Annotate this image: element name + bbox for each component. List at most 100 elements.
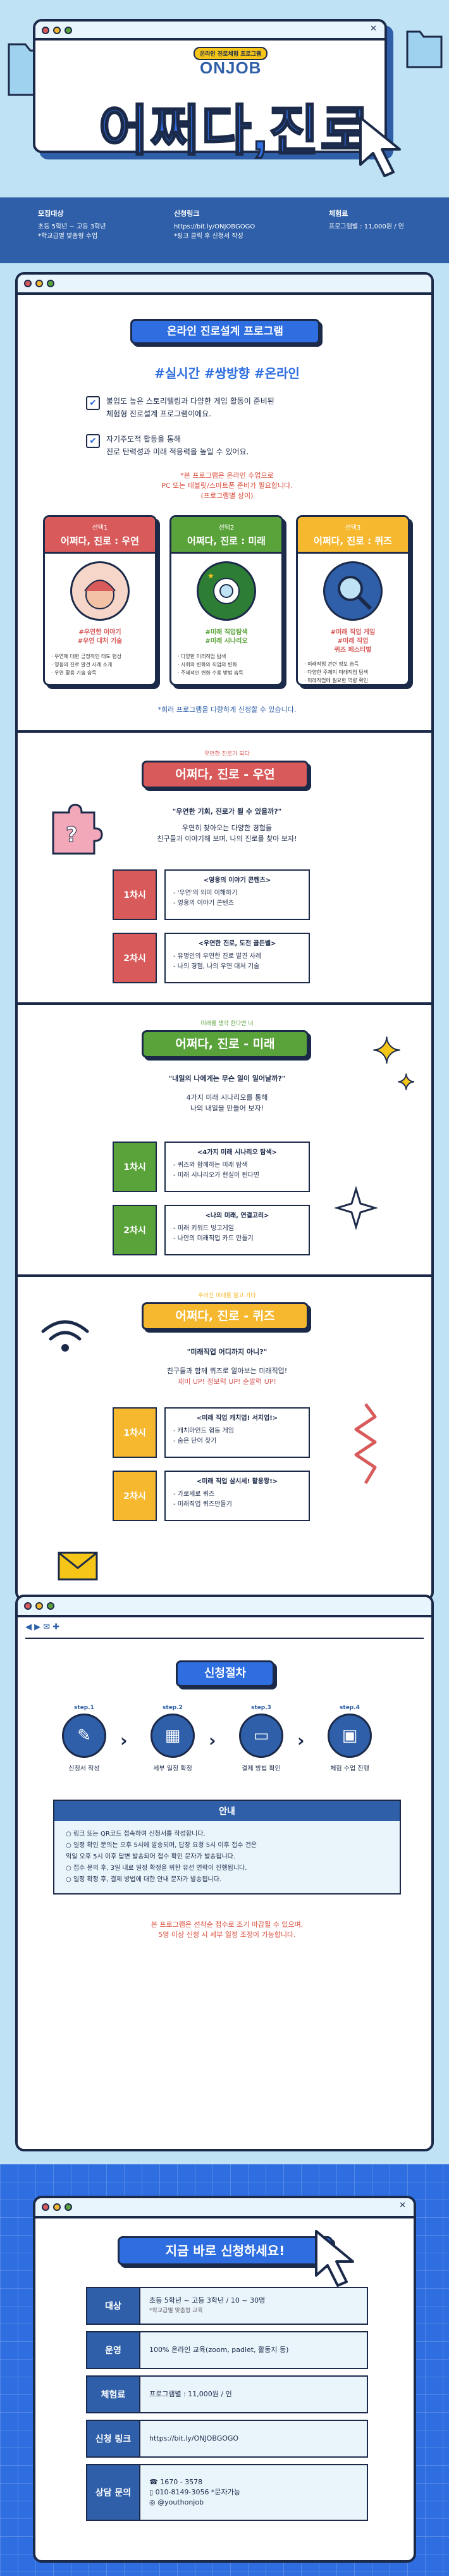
wifi-icon (41, 1320, 89, 1352)
guide-line: ○ 일정 확정 후, 결제 방법에 대한 안내 문자가 발송됩니다. (66, 1876, 222, 1883)
section-title: 어쩌다, 진로 - 퀴즈 (142, 1302, 309, 1330)
session-line: - 나만의 미래직업 카드 만들기 (173, 1235, 254, 1242)
session-label: 1차시 (113, 869, 157, 920)
guide-line: ○ 일정 확인 문의는 오후 5시에 발송되며, 답장 요청 5시 이후 접수 … (66, 1842, 257, 1849)
card-list: · 다양한 미래직업 탐색 · 사회의 변화와 직업의 변화 · 주체적인 변화… (178, 652, 243, 677)
card-list: · 우연에 대한 긍정적인 태도 형성 · 영웅의 진로 발견 사례 소개 · … (51, 652, 121, 677)
card-list-item: · 우연 활용 기술 습득 (51, 670, 97, 676)
section-intro: 친구들과 함께 퀴즈로 알아보는 미래직업! 재미 UP! 정보력 UP! 순발… (18, 1366, 436, 1387)
card-hashtags: #미래 직업 게임 #미래 직업 퀴즈 페스티벌 (298, 628, 408, 655)
apply-label: 상담 문의 (86, 2464, 140, 2521)
card-hash: #미래 시나리오 (205, 638, 248, 645)
section-tag: 우연한 진로가 되다 (204, 751, 250, 757)
apply-label: 신청 링크 (86, 2420, 140, 2458)
cursor-icon (315, 2230, 354, 2287)
back-icon[interactable]: ◀ ▶ ✉ ✚ (25, 1622, 60, 1632)
card-header: 선택2 어쩌다, 진로 : 미래 (171, 517, 281, 554)
divider (25, 1638, 424, 1639)
card-list-item: · 영웅의 진로 발견 사례 소개 (51, 662, 113, 668)
apply-line: 프로그램별 : 11,000원 / 인 (149, 2390, 232, 2398)
guide-title: 안내 (54, 1801, 400, 1821)
card-hashtags: #우연한 이야기 #우연 대처 기술 (45, 628, 155, 646)
card-number: 선택3 (345, 525, 361, 532)
apply-row: 신청 링크 https://bit.ly/ONJOBGOGO (86, 2420, 368, 2458)
card-list-item: · 우연에 대한 긍정적인 태도 형성 (51, 654, 121, 659)
session-head: <나의 미래, 연결고리> (205, 1212, 269, 1219)
astronaut-illustration-icon: ★ (197, 561, 256, 621)
intro-line: 우연히 찾아오는 다양한 경험들 (181, 824, 273, 832)
window-dot-icon (42, 2203, 49, 2211)
window-bar: ✕ (35, 2198, 414, 2218)
puzzle-icon: ? (52, 804, 103, 855)
card-payment-icon: ▭ (239, 1714, 283, 1758)
monitor-icon: ▣ (328, 1714, 372, 1758)
card-list-item: · 미래직업 관련 정보 습득 (304, 661, 359, 667)
window-dot-icon (24, 1602, 32, 1610)
apply-line-text: 1670 - 3578 (160, 2478, 203, 2486)
close-icon[interactable]: ✕ (399, 2201, 406, 2210)
close-icon[interactable]: ✕ (370, 24, 377, 34)
program-title: 온라인 진로설계 프로그램 (130, 319, 320, 344)
window-dot-icon (65, 27, 72, 34)
card-hash: #우연 대처 기술 (77, 638, 123, 645)
note-line: *본 프로그램은 온라인 수업으로 (180, 471, 274, 480)
card-list-item: · 미래직업에 필요한 역량 확인 (304, 678, 369, 683)
multi-apply-note: *희러 프로그램을 다량하게 신청할 수 있습니다. (157, 706, 297, 714)
session-line: - 유명인의 우연한 진로 발견 사례 (173, 953, 262, 960)
info-link-value[interactable]: https://bit.ly/ONJOBGOGO (174, 223, 255, 230)
program-window: 온라인 진로설계 프로그램 #실시간 #쌍방향 #온라인 ✔ 불입도 높은 스토… (15, 272, 434, 1601)
window-dot-icon (47, 1602, 54, 1610)
program-card-chance[interactable]: 선택1 어쩌다, 진로 : 우연 #우연한 이야기 #우연 대처 기술 · 우연… (43, 515, 157, 686)
sparkle-icon (334, 1186, 378, 1230)
window-dot-icon (42, 27, 49, 34)
session-line: - 가로세로 퀴즈 (173, 1491, 215, 1498)
info-value: 초등 5학년 ~ 고등 3학년 (38, 223, 106, 230)
svg-text:?: ? (66, 823, 78, 847)
card-hashtags: #미래 직업탐색 #미래 시나리오 (171, 628, 281, 646)
session-box: <미래 직업 캐치업! 서치업!> - 캐치마인드 협동 게임 - 숨은 단어 … (164, 1407, 310, 1458)
instagram-icon: ◎ (149, 2498, 158, 2506)
apply-line: ☎ 1670 - 3578 (149, 2477, 358, 2487)
chevron-right-icon: › (297, 1730, 305, 1751)
apply-label: 운영 (86, 2331, 140, 2369)
session-head: <4가지 미래 시나리오 탐색> (197, 1149, 278, 1156)
info-target: 모집대상 초등 5학년 ~ 고등 3학년 *학교급별 맞춤형 수업 (38, 209, 106, 241)
info-link: 신청링크 https://bit.ly/ONJOBGOGO *링크 클릭 후 신… (174, 209, 255, 241)
procedure-note: 본 프로그램은 선착순 접수로 조기 마감될 수 있으며, 5명 이상 신청 시… (18, 1920, 436, 1940)
apply-window: ✕ 지금 바로 신청하세요! 대상 초등 5학년 ~ 고등 3학년 / 10 ~… (33, 2196, 416, 2563)
program-note: *본 프로그램은 온라인 수업으로 PC 또는 태블릿/스마트폰 준비가 필요합… (18, 471, 436, 501)
hero-window-bar: ✕ (35, 22, 384, 40)
apply-label: 체험료 (86, 2375, 140, 2413)
checkbox-icon: ✔ (86, 434, 100, 448)
card-header: 선택1 어쩌다, 진로 : 우연 (45, 517, 155, 554)
card-title: 어쩌다, 진로 : 우연 (61, 535, 139, 547)
check-text: 자기주도적 활동을 통해 (106, 435, 181, 444)
note-line: (프로그램별 상이) (200, 492, 254, 500)
card-hash: 퀴즈 페스티벌 (334, 647, 372, 654)
star-icon: ✦ (397, 1070, 415, 1095)
apply-line-text[interactable]: @youthonjob (157, 2498, 204, 2506)
check-item: ✔ 불입도 높은 스토리텔링과 다양한 게임 활동이 준비된 체험형 진로설계 … (86, 395, 274, 420)
chevron-right-icon: › (120, 1730, 128, 1751)
program-card-quiz[interactable]: 선택3 어쩌다, 진로 : 퀴즈 #미래 직업 게임 #미래 직업 퀴즈 페스티… (296, 515, 410, 686)
session-head: <미래 직업 캐치업! 서치업!> (196, 1415, 278, 1422)
session-line: - 미래 키워드 빙고게임 (173, 1225, 234, 1232)
session-head: <우연한 진로, 도전 골든벨> (198, 940, 276, 947)
info-bar: 모집대상 초등 5학년 ~ 고등 3학년 *학교급별 맞춤형 수업 신청링크 h… (0, 197, 449, 263)
apply-link[interactable]: https://bit.ly/ONJOBGOGO (149, 2434, 239, 2442)
apply-section: ✕ 지금 바로 신청하세요! 대상 초등 5학년 ~ 고등 3학년 / 10 ~… (0, 2164, 449, 2576)
apply-row: 상담 문의 ☎ 1670 - 3578 ▯ 010-8149-3056 *문자가… (86, 2464, 368, 2521)
window-dot-icon (24, 280, 32, 287)
apply-value: 초등 5학년 ~ 고등 3학년 / 10 ~ 30명 *학교급별 맞춤형 교육 (140, 2287, 368, 2325)
zigzag-icon (354, 1403, 377, 1484)
info-label: 모집대상 (38, 209, 64, 218)
check-text: 체험형 진로설계 프로그램이에요. (106, 409, 212, 418)
session-box: <4가지 미래 시나리오 탐색> - 퀴즈와 함께하는 미래 탐색 - 미래 시… (164, 1142, 310, 1192)
apply-title: 지금 바로 신청하세요! (118, 2236, 333, 2265)
window-dot-icon (47, 280, 54, 287)
check-text: 진로 탄력성과 미래 적응력을 높일 수 있어요. (106, 447, 249, 456)
step-label: 신청서 작성 (68, 1765, 100, 1772)
session-head: <미래 직업 삼시세! 활용왕!> (196, 1478, 278, 1485)
program-card-future[interactable]: 선택2 어쩌다, 진로 : 미래 ★ #미래 직업탐색 #미래 시나리오 · 다… (169, 515, 283, 686)
session-box: <미래 직업 삼시세! 활용왕!> - 가로세로 퀴즈 - 미래직업 퀴즈만들기 (164, 1471, 310, 1521)
